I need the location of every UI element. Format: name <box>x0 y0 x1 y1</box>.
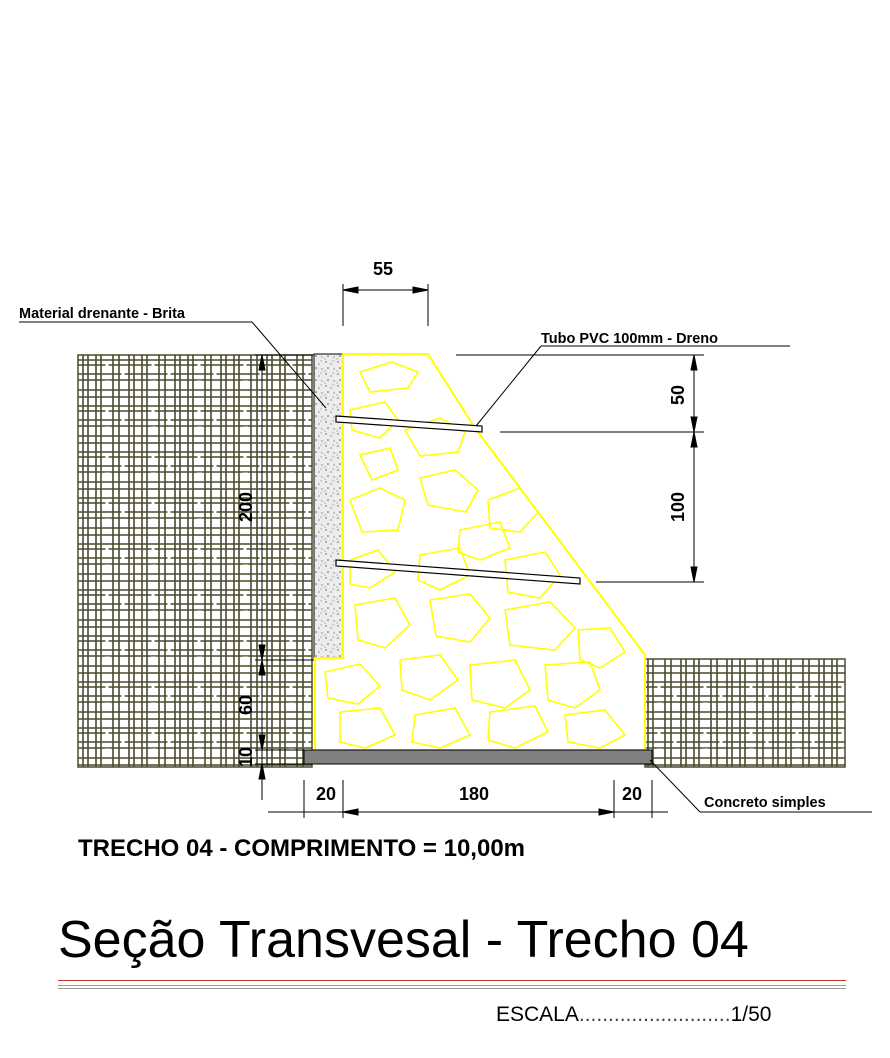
pvc-drain-pipe-lower <box>335 559 581 585</box>
stone-masonry-wall <box>314 353 646 751</box>
dimension-50-100 <box>456 354 704 583</box>
concrete-leader <box>649 759 872 813</box>
section-title: Seção Transvesal - Trecho 04 <box>58 911 749 969</box>
dimension-55 <box>342 284 429 326</box>
soil-left <box>77 354 313 768</box>
dimension-100-label: 100 <box>668 492 688 522</box>
scale-dots: .......................... <box>578 1003 731 1026</box>
dimension-60-label: 60 <box>236 695 256 715</box>
pvc-pipe-label: Tubo PVC 100mm - Dreno <box>541 331 718 347</box>
title-rule-gray-2 <box>58 988 846 989</box>
concrete-label: Concreto simples <box>704 795 826 811</box>
dimension-200-label: 200 <box>236 492 256 522</box>
scale-note: ESCALA..........................1/50 <box>496 1003 771 1027</box>
scale-label: ESCALA <box>496 1003 579 1026</box>
dimension-left-vertical <box>255 354 314 800</box>
drain-material-leader <box>19 321 327 409</box>
dimension-50-label: 50 <box>668 385 688 405</box>
pvc-pipe-leader <box>475 345 790 427</box>
drain-material-label: Material drenante - Brita <box>19 306 186 322</box>
dimension-20-right-label: 20 <box>622 784 642 804</box>
concrete-base <box>303 749 653 765</box>
title-rule-red <box>58 980 846 981</box>
pvc-drain-pipe-upper <box>335 415 483 433</box>
scale-value: 1/50 <box>730 1003 772 1026</box>
title-rule-gray-1 <box>58 985 846 986</box>
stretch-caption: TRECHO 04 - COMPRIMENTO = 10,00m <box>78 835 525 862</box>
soil-right <box>644 658 846 768</box>
dimension-bottom <box>268 780 668 818</box>
drain-gravel-layer <box>313 353 344 659</box>
dimension-55-label: 55 <box>373 259 393 279</box>
dimension-20-left-label: 20 <box>316 784 336 804</box>
dimension-180-label: 180 <box>459 784 489 804</box>
dimension-10-label: 10 <box>236 747 256 767</box>
